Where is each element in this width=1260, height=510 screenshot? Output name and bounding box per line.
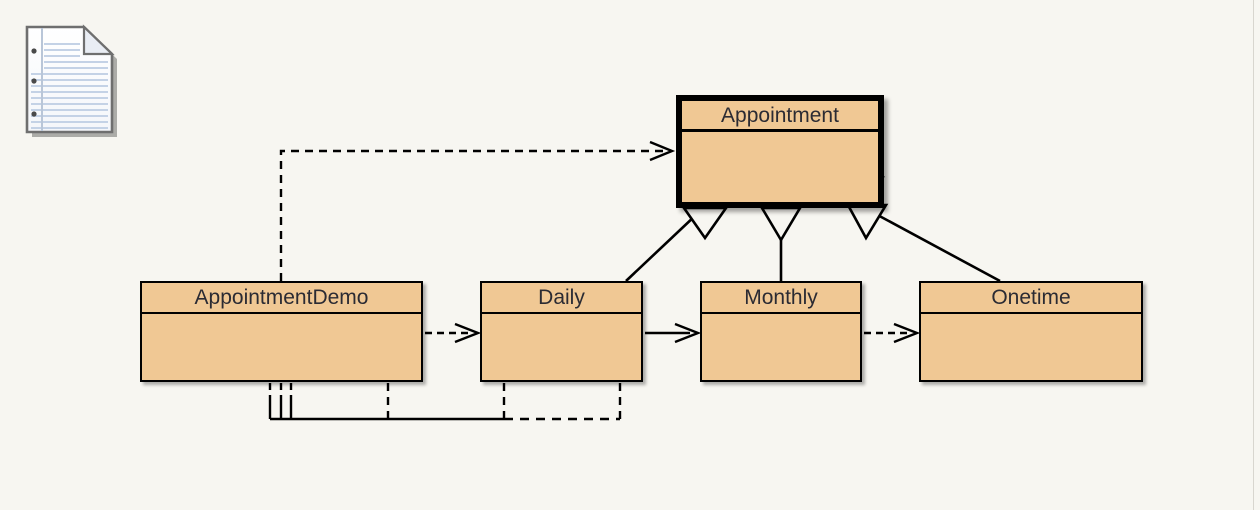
document-page-icon[interactable]	[22, 24, 119, 137]
dependency-demo-daily[interactable]	[425, 322, 482, 344]
uml-class-appointment[interactable]: Appointment	[676, 95, 884, 208]
canvas-right-border	[1253, 0, 1254, 510]
uml-class-onetime[interactable]: Onetime	[919, 281, 1143, 382]
generalization-daily-appointment[interactable]	[625, 206, 729, 282]
dependency-monthly-onetime[interactable]	[864, 322, 921, 344]
uml-class-members	[921, 314, 1141, 380]
uml-class-monthly[interactable]: Monthly	[700, 281, 862, 382]
association-daily-monthly[interactable]	[645, 322, 702, 344]
uml-class-daily[interactable]: Daily	[480, 281, 643, 382]
uml-class-members	[142, 314, 421, 380]
uml-class-members	[702, 314, 860, 380]
uml-class-name: AppointmentDemo	[142, 283, 421, 314]
bottom-routing-lines[interactable]	[268, 383, 622, 421]
uml-class-name: Onetime	[921, 283, 1141, 314]
uml-class-members	[482, 314, 641, 380]
uml-class-name: Daily	[482, 283, 641, 314]
uml-class-name: Monthly	[702, 283, 860, 314]
uml-class-members	[682, 132, 878, 202]
uml-class-appointmentdemo[interactable]: AppointmentDemo	[140, 281, 423, 382]
uml-class-name: Appointment	[682, 101, 878, 132]
dependency-demo-appointment[interactable]	[279, 140, 676, 281]
generalization-monthly-appointment[interactable]	[759, 206, 803, 281]
